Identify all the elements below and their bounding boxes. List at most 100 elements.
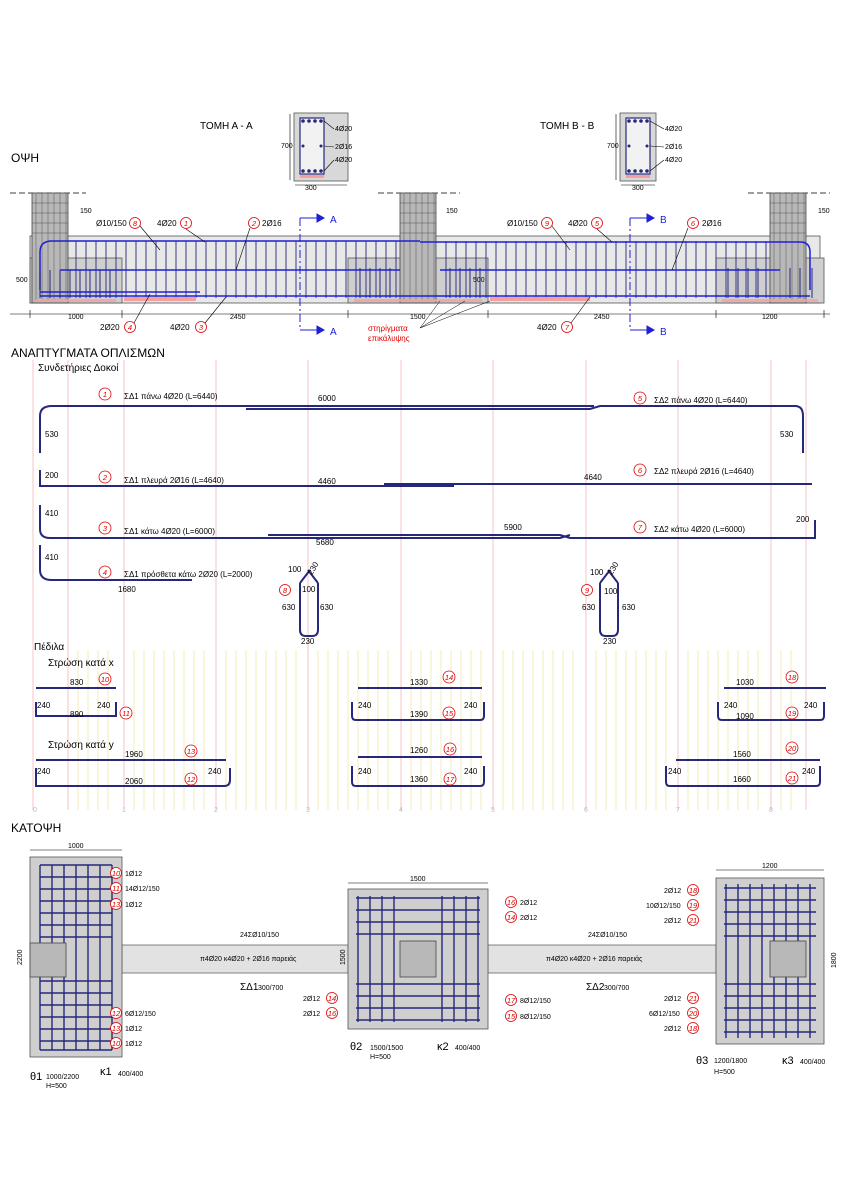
- svg-text:100: 100: [302, 585, 316, 594]
- svg-text:Ø10/150: Ø10/150: [96, 219, 127, 228]
- svg-text:16: 16: [446, 745, 455, 754]
- svg-text:150: 150: [446, 208, 458, 215]
- svg-text:19: 19: [689, 901, 698, 910]
- svg-text:1000/2200: 1000/2200: [46, 1074, 79, 1081]
- section-a-a-title: ΤΟΜΗ Α - Α: [200, 121, 253, 132]
- svg-text:4: 4: [128, 323, 132, 332]
- svg-text:1260: 1260: [410, 746, 428, 755]
- svg-text:κ3: κ3: [782, 1055, 794, 1067]
- svg-text:B: B: [660, 215, 667, 226]
- svg-text:5: 5: [595, 219, 600, 228]
- svg-text:2Ø16: 2Ø16: [665, 144, 682, 151]
- svg-text:240: 240: [358, 767, 372, 776]
- section-b-b: ΤΟΜΗ Β - Β 4Ø20 2Ø16 4Ø20 700 300: [540, 112, 682, 192]
- svg-text:H=500: H=500: [370, 1054, 391, 1061]
- svg-text:π4Ø20 κ4Ø20 + 2Ø16 παρειάς: π4Ø20 κ4Ø20 + 2Ø16 παρειάς: [546, 955, 643, 963]
- svg-text:H=500: H=500: [714, 1069, 735, 1076]
- stirrup-9: 100 230 100 630 630 230 9: [581, 560, 636, 646]
- svg-text:200: 200: [45, 471, 59, 480]
- svg-text:ΣΔ2 πλευρά 2Ø16 (L=4640): ΣΔ2 πλευρά 2Ø16 (L=4640): [654, 467, 754, 476]
- svg-text:400/400: 400/400: [118, 1071, 143, 1078]
- svg-text:18: 18: [689, 886, 698, 895]
- svg-text:6Ø12/150: 6Ø12/150: [125, 1011, 156, 1018]
- svg-text:5900: 5900: [504, 523, 522, 532]
- svg-text:5680: 5680: [316, 538, 334, 547]
- svg-text:4640: 4640: [584, 473, 602, 482]
- svg-text:15: 15: [507, 1012, 516, 1021]
- svg-text:θ1: θ1: [30, 1071, 42, 1083]
- svg-text:230: 230: [603, 637, 617, 646]
- svg-text:12: 12: [112, 1009, 121, 1018]
- svg-text:500: 500: [473, 277, 485, 284]
- svg-text:5: 5: [491, 807, 495, 814]
- svg-text:2450: 2450: [594, 314, 610, 321]
- svg-text:ΣΔ2 πάνω 4Ø20 (L=6440): ΣΔ2 πάνω 4Ø20 (L=6440): [654, 396, 748, 405]
- svg-text:300/700: 300/700: [258, 985, 283, 992]
- svg-text:κ1: κ1: [100, 1066, 112, 1078]
- svg-text:4Ø20: 4Ø20: [537, 323, 557, 332]
- svg-text:400/400: 400/400: [800, 1059, 825, 1066]
- plan-beam-1: [121, 944, 349, 974]
- svg-text:240: 240: [802, 767, 816, 776]
- svg-text:1Ø12: 1Ø12: [125, 1041, 142, 1048]
- svg-text:θ3: θ3: [696, 1055, 708, 1067]
- svg-text:630: 630: [320, 603, 334, 612]
- svg-text:3: 3: [306, 807, 310, 814]
- svg-text:10: 10: [112, 1039, 121, 1048]
- column-k3: [769, 192, 807, 304]
- svg-text:1000: 1000: [68, 843, 84, 850]
- plan-footing-f1: 1000 2200 θ1 1000/2200 H=500 κ1 400/400 …: [17, 843, 160, 1090]
- svg-text:890: 890: [70, 710, 84, 719]
- svg-text:1030: 1030: [736, 678, 754, 687]
- svg-text:630: 630: [582, 603, 596, 612]
- svg-text:240: 240: [724, 701, 738, 710]
- svg-text:3: 3: [199, 323, 204, 332]
- svg-text:1500/1500: 1500/1500: [370, 1045, 403, 1052]
- section-b-b-title: ΤΟΜΗ Β - Β: [540, 121, 595, 132]
- svg-text:ΣΔ2 κάτω 4Ø20 (L=6000): ΣΔ2 κάτω 4Ø20 (L=6000): [654, 525, 745, 534]
- svg-text:700: 700: [281, 143, 293, 150]
- svg-text:2: 2: [102, 473, 108, 482]
- svg-text:21: 21: [688, 916, 697, 925]
- svg-text:2450: 2450: [230, 314, 246, 321]
- svg-text:100: 100: [590, 568, 604, 577]
- svg-text:2Ø12: 2Ø12: [303, 1011, 320, 1018]
- plan-footing-f3: 1200 1800 θ3 1200/1800 H=500 κ3 400/400 …: [646, 863, 838, 1076]
- svg-text:1660: 1660: [733, 775, 751, 784]
- svg-text:1Ø12: 1Ø12: [125, 1026, 142, 1033]
- svg-text:Ø10/150: Ø10/150: [507, 219, 538, 228]
- svg-text:2060: 2060: [125, 777, 143, 786]
- svg-text:ΣΔ1 πρόσθετα κάτω 2Ø20 (L=2000: ΣΔ1 πρόσθετα κάτω 2Ø20 (L=2000): [124, 570, 253, 579]
- svg-text:4: 4: [399, 807, 403, 814]
- svg-text:13: 13: [112, 900, 121, 909]
- svg-text:21: 21: [787, 774, 796, 783]
- svg-text:240: 240: [97, 701, 111, 710]
- svg-text:6Ø12/150: 6Ø12/150: [649, 1011, 680, 1018]
- svg-text:18: 18: [689, 1024, 698, 1033]
- svg-text:240: 240: [358, 701, 372, 710]
- svg-text:ΣΔ1 κάτω 4Ø20 (L=6000): ΣΔ1 κάτω 4Ø20 (L=6000): [124, 527, 215, 536]
- svg-text:8: 8: [133, 219, 138, 228]
- svg-text:1Ø12: 1Ø12: [125, 902, 142, 909]
- plan-beam-2: [487, 944, 717, 974]
- svg-text:1330: 1330: [410, 678, 428, 687]
- svg-text:11: 11: [112, 884, 120, 893]
- svg-text:στηρίγματα: στηρίγματα: [368, 324, 408, 333]
- svg-text:10: 10: [112, 869, 121, 878]
- svg-text:8: 8: [769, 807, 773, 814]
- svg-text:630: 630: [622, 603, 636, 612]
- svg-text:8Ø12/150: 8Ø12/150: [520, 998, 551, 1005]
- svg-text:6: 6: [691, 219, 696, 228]
- svg-text:13: 13: [112, 1024, 121, 1033]
- svg-text:9: 9: [585, 586, 590, 595]
- svg-text:1000: 1000: [68, 314, 84, 321]
- svg-text:A: A: [330, 327, 337, 338]
- svg-text:2Ø12: 2Ø12: [664, 1026, 681, 1033]
- svg-text:1Ø12: 1Ø12: [125, 871, 142, 878]
- svg-text:A: A: [330, 215, 337, 226]
- svg-text:1: 1: [184, 219, 188, 228]
- svg-text:4460: 4460: [318, 477, 336, 486]
- svg-text:9: 9: [545, 219, 550, 228]
- svg-text:20: 20: [787, 744, 797, 753]
- svg-text:14: 14: [445, 673, 453, 682]
